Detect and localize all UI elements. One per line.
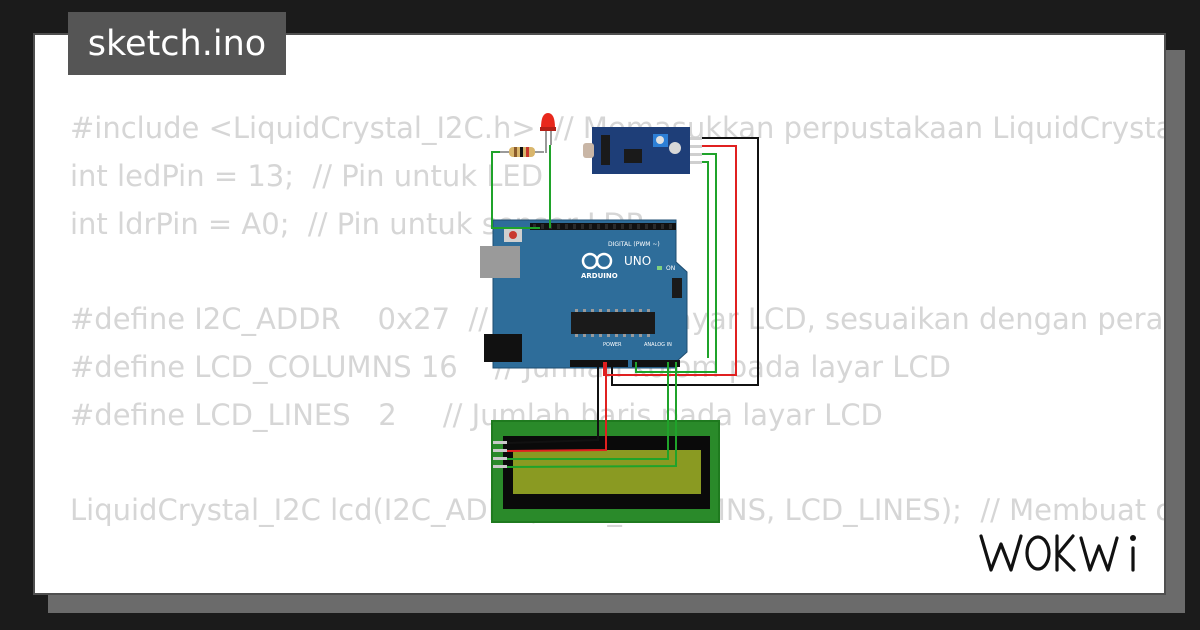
code-line: void setup() { (70, 583, 1164, 593)
board-brand-label: ARDUINO (581, 272, 618, 280)
power-header-label: POWER (603, 342, 622, 348)
ldr-sensor-module[interactable] (583, 127, 702, 174)
wires (491, 137, 759, 468)
atmega-chip (571, 312, 655, 334)
analog-header-label: ANALOG IN (644, 342, 672, 348)
red-led[interactable] (540, 113, 556, 153)
board-model-label: UNO (624, 254, 651, 268)
arduino-uno-board[interactable]: DIGITAL (PWM ~) UNO ARDUINO ON POWER ANA… (480, 219, 688, 369)
on-led-label: ON (666, 265, 675, 272)
file-title: sketch.ino (68, 12, 286, 75)
code-line: int ledPin = 13; // Pin untuk LED (70, 158, 544, 193)
wokwi-logo (979, 534, 1136, 572)
photoresistor (583, 143, 594, 158)
digital-header-label: DIGITAL (PWM ~) (608, 241, 660, 248)
arduino-logo (581, 252, 613, 270)
power-jack (484, 334, 522, 362)
usb-port (480, 246, 520, 278)
resistor[interactable] (500, 147, 544, 157)
